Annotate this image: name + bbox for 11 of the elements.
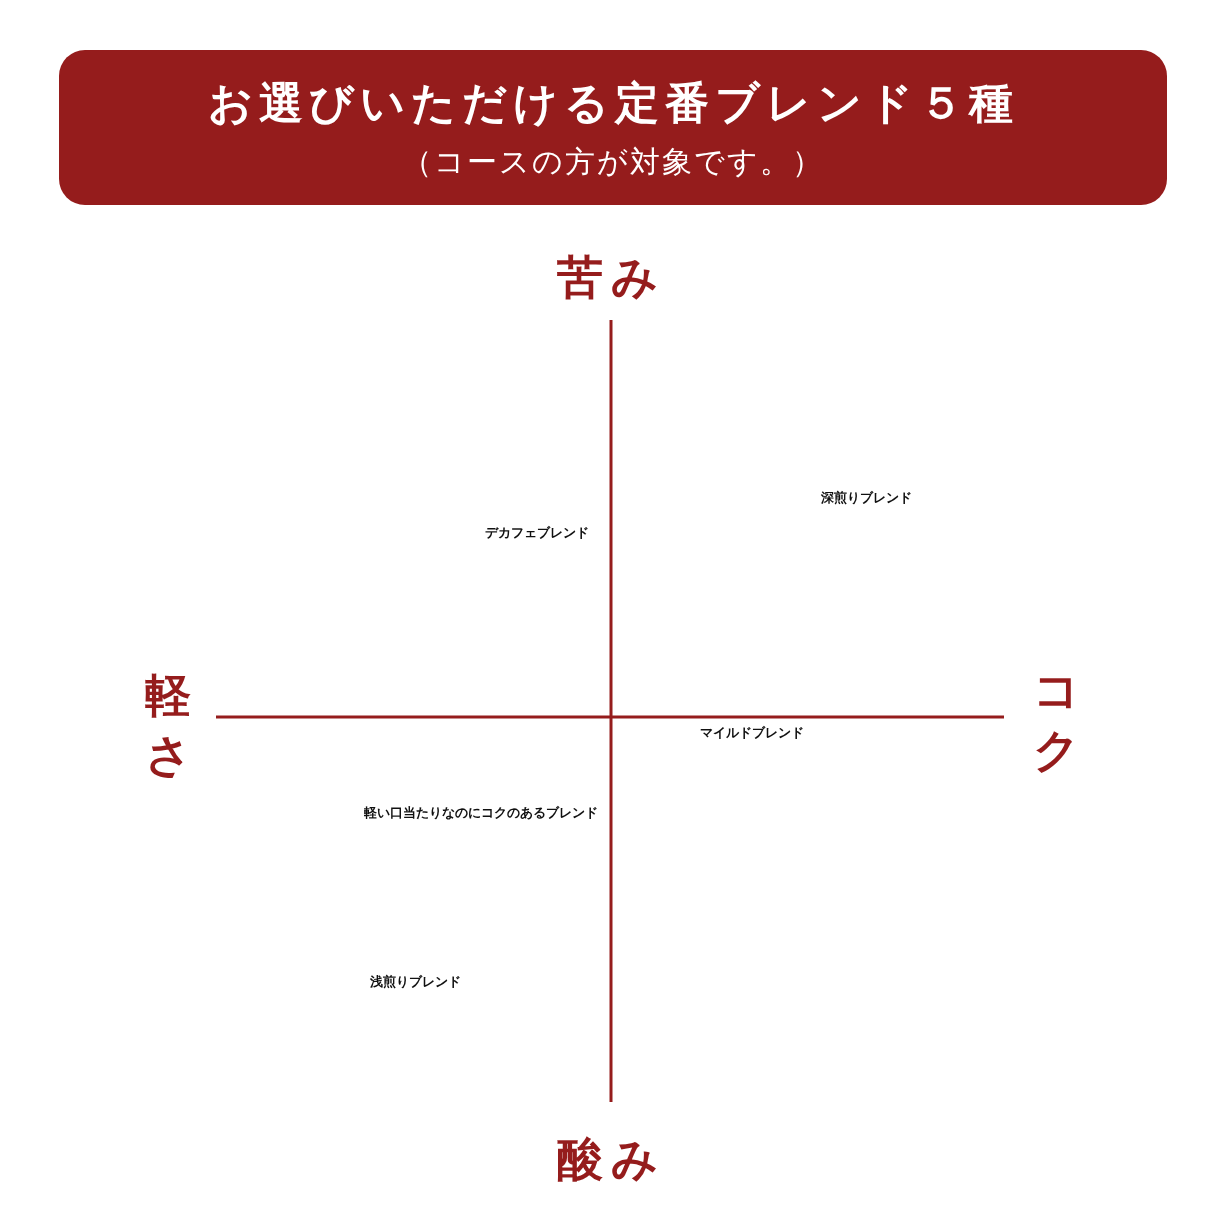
axis-label: 苦み xyxy=(556,249,666,306)
blend-label: デカフェブレンド xyxy=(485,524,589,542)
title: お選びいただける定番ブレンド５種 xyxy=(207,75,1019,130)
axis-label: 軽さ xyxy=(145,667,191,784)
blend-label: 軽い口当たりなのにコクのあるブレンド xyxy=(364,804,598,822)
axis-label: コク xyxy=(1033,662,1079,779)
blend-label: 浅煎りブレンド xyxy=(369,973,461,991)
blend-label: マイルドブレンド xyxy=(700,724,804,742)
axis-label: 酸み xyxy=(556,1131,666,1188)
blend-label: 深煎りブレンド xyxy=(820,489,912,507)
subtitle: （コースの方が対象です。） xyxy=(402,142,824,181)
